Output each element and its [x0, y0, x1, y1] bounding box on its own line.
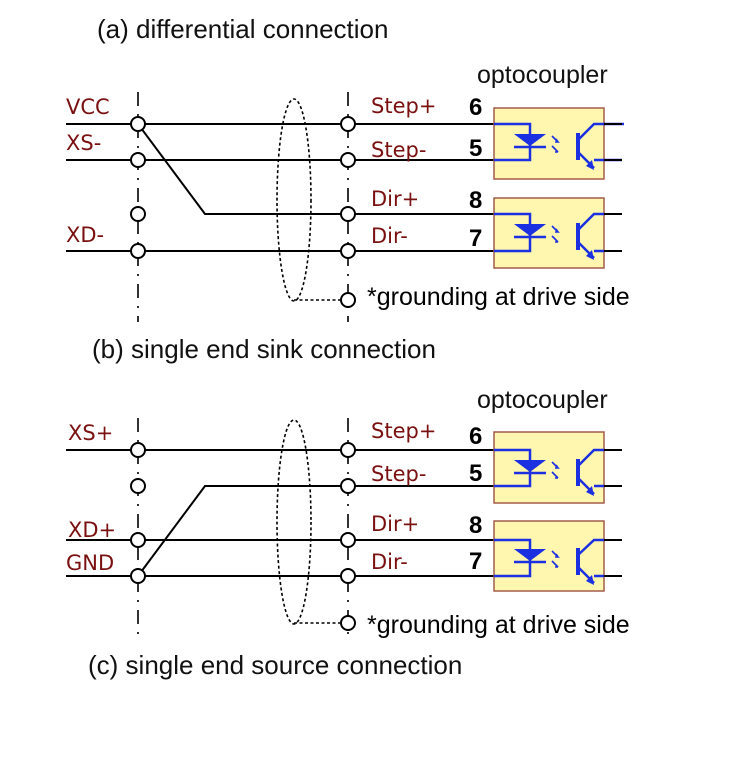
pin-number: 6 [469, 423, 482, 450]
wire-gnd-step-minus [137, 485, 494, 577]
terminal [130, 152, 146, 168]
optocoupler-label: optocoupler [477, 386, 608, 414]
pin-number: 5 [469, 135, 482, 162]
wire-vcc-dir-plus [137, 123, 494, 215]
label-xs-plus: XS+ [68, 421, 113, 445]
grounding-note: *grounding at drive side [367, 283, 630, 311]
terminal [340, 442, 356, 458]
section-sink-connection: VCC XS- XD- Step+ Step- Dir+ Dir- 6 5 8 … [66, 61, 630, 322]
caption-single-end-sink: (b) single end sink connection [92, 334, 436, 364]
optocoupler-label: optocoupler [477, 61, 608, 89]
label-step-minus: Step- [371, 462, 426, 486]
optocoupler-step [493, 431, 622, 504]
optocoupler-symbol-icon [494, 448, 604, 496]
caption-differential: (a) differential connection [97, 14, 388, 44]
terminal [130, 116, 146, 132]
optocoupler-dir [493, 520, 622, 592]
pin-number: 8 [469, 187, 482, 214]
label-dir-minus: Dir- [371, 224, 408, 248]
label-xs-minus: XS- [66, 131, 101, 155]
terminal [130, 243, 146, 259]
terminal [340, 243, 356, 259]
section-source-connection: XS+ XD+ GND Step+ Step- Dir+ Dir- 6 5 8 … [66, 386, 630, 640]
optocoupler-dir [493, 197, 622, 269]
label-vcc: VCC [66, 95, 110, 119]
terminal [130, 442, 146, 458]
terminal [340, 478, 356, 494]
optocoupler-step [493, 107, 624, 180]
pin-number: 8 [469, 512, 482, 539]
terminal [340, 532, 356, 548]
label-gnd: GND [66, 551, 114, 575]
terminal [130, 568, 146, 584]
terminal [340, 206, 356, 222]
label-dir-plus: Dir+ [371, 187, 419, 211]
optocoupler-symbol-icon [494, 212, 604, 260]
grounding-note: *grounding at drive side [367, 611, 630, 639]
optocoupler-symbol-icon [494, 538, 604, 585]
label-dir-plus: Dir+ [371, 512, 419, 536]
label-step-plus: Step+ [371, 419, 436, 443]
label-dir-minus: Dir- [371, 550, 408, 574]
pin-number: 7 [469, 225, 482, 252]
label-xd-plus: XD+ [68, 518, 116, 542]
pin-number: 7 [469, 548, 482, 575]
terminal [340, 568, 356, 584]
pin-number: 5 [469, 460, 482, 487]
terminal-ground [340, 292, 356, 308]
label-xd-minus: XD- [66, 223, 104, 247]
terminal-unused [130, 206, 146, 222]
cable-shield [276, 419, 312, 625]
label-step-plus: Step+ [371, 94, 436, 118]
caption-single-end-source: (c) single end source connection [88, 650, 462, 680]
terminal-unused [130, 478, 146, 494]
cable-shield [276, 98, 312, 302]
terminal [340, 116, 356, 132]
pin-number: 6 [469, 94, 482, 121]
label-step-minus: Step- [371, 138, 426, 162]
terminal [340, 152, 356, 168]
terminal [130, 532, 146, 548]
terminal-ground [340, 615, 356, 631]
